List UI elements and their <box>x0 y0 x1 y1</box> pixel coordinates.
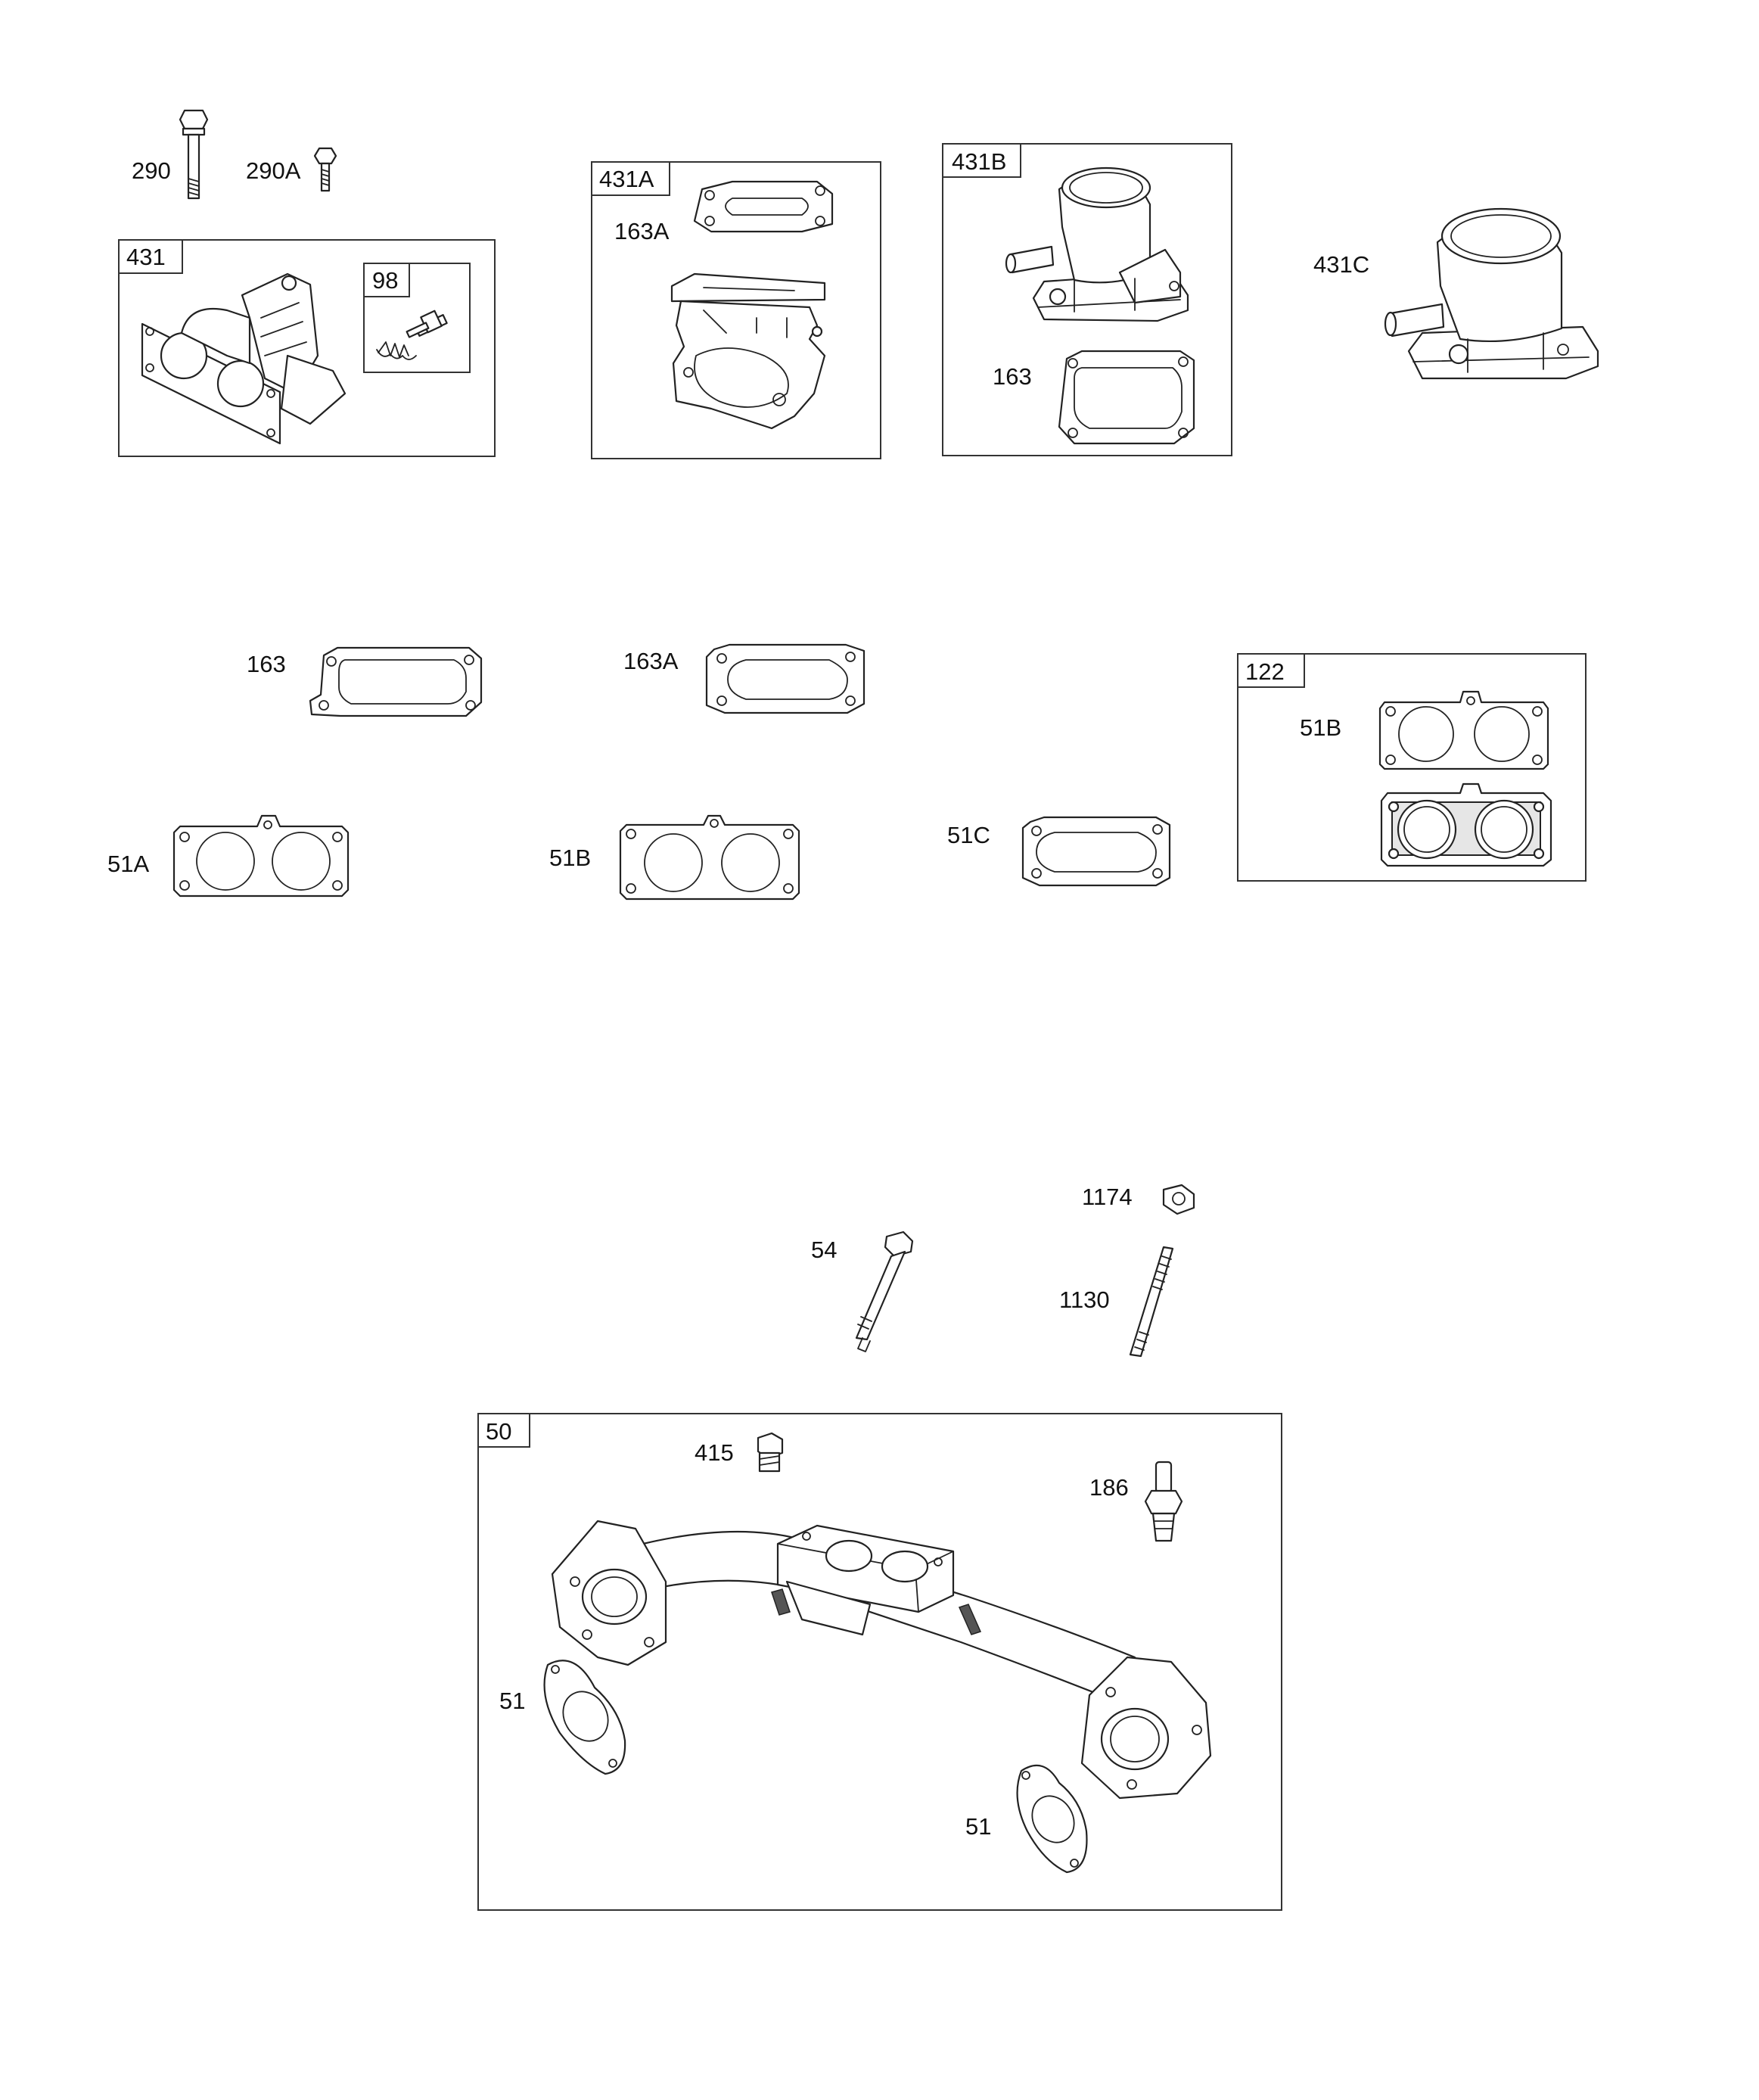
label-163-mid: 163 <box>247 651 286 677</box>
part-50-intake-manifold[interactable] <box>551 1520 1212 1800</box>
bolt-290[interactable] <box>179 109 209 200</box>
label-51B-122: 51B <box>1300 714 1341 741</box>
gasket-163A-in-431A[interactable] <box>693 180 834 233</box>
label-431C: 431C <box>1313 251 1369 278</box>
nut-1174[interactable] <box>1162 1184 1195 1215</box>
group-label-50: 50 <box>486 1418 511 1445</box>
gasket-163A[interactable] <box>705 643 866 714</box>
part-431B-elbow[interactable] <box>1005 166 1189 322</box>
group-box-50 <box>477 1413 1282 1911</box>
gasket-51-right[interactable] <box>1016 1764 1088 1874</box>
bolt-290A[interactable] <box>313 147 337 192</box>
group-box-431 <box>118 239 496 457</box>
gasket-51-left[interactable] <box>543 1660 626 1775</box>
label-186: 186 <box>1089 1474 1129 1501</box>
gasket-51B[interactable] <box>619 814 800 901</box>
label-415: 415 <box>695 1439 734 1466</box>
part-431C-elbow[interactable] <box>1384 207 1599 380</box>
part-98-spring-screw[interactable] <box>376 310 448 360</box>
gasket-51B-heat-shield[interactable] <box>1380 782 1552 867</box>
group-label-98: 98 <box>372 267 398 294</box>
label-51-left: 51 <box>499 1688 525 1714</box>
label-1130: 1130 <box>1059 1286 1110 1313</box>
group-box-431A <box>591 161 881 459</box>
part-431-carb-adapter[interactable] <box>141 272 347 445</box>
stud-1130[interactable] <box>1129 1246 1174 1358</box>
fitting-186[interactable] <box>1144 1461 1183 1542</box>
part-431A-spacer[interactable] <box>670 272 826 430</box>
group-tag-122 <box>1237 653 1305 688</box>
group-box-122 <box>1237 653 1587 882</box>
group-tag-431A <box>591 161 670 196</box>
group-tag-431 <box>118 239 183 274</box>
gasket-51A[interactable] <box>172 814 350 898</box>
label-163A-mid: 163A <box>623 648 679 674</box>
label-51B-mid: 51B <box>549 845 591 871</box>
group-label-431A: 431A <box>599 166 654 192</box>
label-1174: 1174 <box>1082 1184 1133 1210</box>
group-label-431B: 431B <box>952 148 1006 175</box>
label-163A-top: 163A <box>614 218 670 244</box>
group-tag-50 <box>477 1413 530 1448</box>
gasket-51C[interactable] <box>1021 816 1171 887</box>
label-54: 54 <box>811 1237 837 1263</box>
group-tag-431B <box>942 143 1021 178</box>
group-box-98 <box>363 263 471 373</box>
gasket-51B-in-122[interactable] <box>1378 690 1549 770</box>
group-box-431B <box>942 143 1232 456</box>
label-51C: 51C <box>947 822 990 848</box>
bolt-54[interactable] <box>855 1230 914 1352</box>
label-51A: 51A <box>107 851 149 877</box>
gasket-163[interactable] <box>309 646 483 717</box>
label-290: 290 <box>132 157 171 184</box>
group-label-431: 431 <box>126 244 166 270</box>
label-290A: 290A <box>246 157 301 184</box>
gasket-163-in-431B[interactable] <box>1058 350 1195 445</box>
label-51-right: 51 <box>965 1813 991 1840</box>
plug-415[interactable] <box>757 1432 784 1473</box>
label-163-top: 163 <box>993 363 1032 390</box>
group-label-122: 122 <box>1245 658 1285 685</box>
group-tag-98 <box>363 263 410 297</box>
